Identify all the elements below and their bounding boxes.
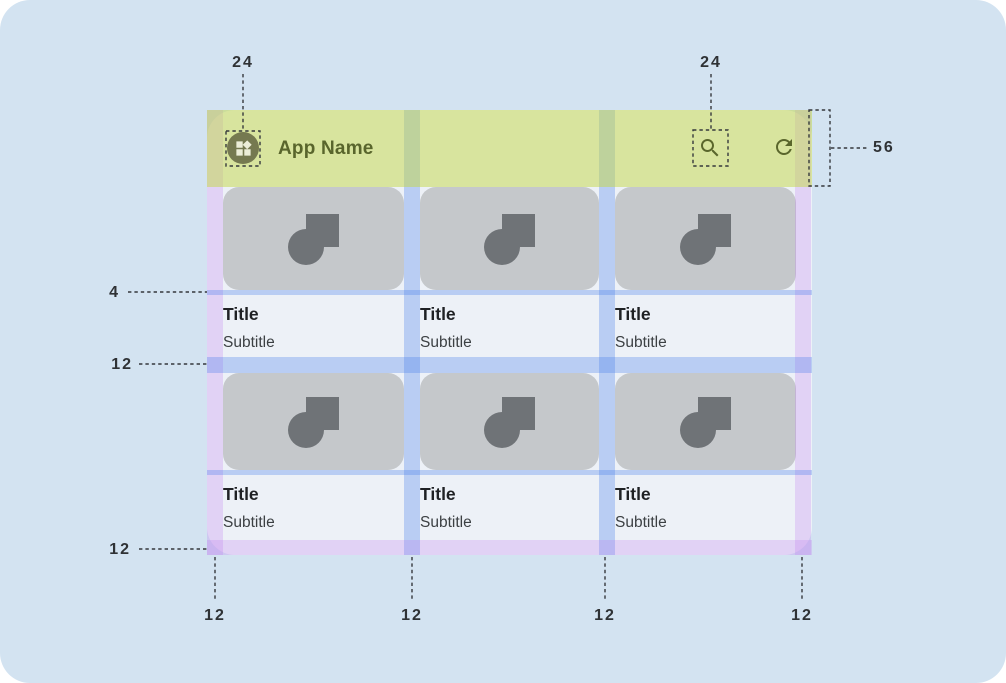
card-image-placeholder (420, 373, 599, 470)
label-gutter-1: 12 (401, 607, 423, 624)
image-placeholder-icon (483, 213, 535, 265)
card-image-placeholder (223, 187, 404, 290)
label-gutter-2: 12 (594, 607, 616, 624)
card-title: Title (420, 304, 456, 324)
label-left-margin: 12 (204, 607, 226, 624)
card-title: Title (223, 484, 259, 504)
top-app-bar: App Name (207, 110, 812, 187)
app-logo-button[interactable] (227, 132, 259, 164)
card-image-placeholder (615, 373, 796, 470)
card-image-placeholder (615, 187, 796, 290)
card-title: Title (615, 484, 651, 504)
card-title: Title (420, 484, 456, 504)
card-subtitle: Subtitle (420, 514, 472, 531)
search-icon[interactable] (698, 136, 722, 160)
image-placeholder-icon (287, 213, 339, 265)
card-subtitle: Subtitle (420, 334, 472, 351)
image-placeholder-icon (679, 213, 731, 265)
card-subtitle: Subtitle (615, 514, 667, 531)
image-placeholder-icon (287, 396, 339, 448)
card-image-placeholder (420, 187, 599, 290)
card-image-placeholder (223, 373, 404, 470)
card-subtitle: Subtitle (223, 334, 275, 351)
label-appbar-height: 56 (873, 139, 895, 156)
widgets-icon (235, 139, 252, 156)
label-appbar-icon-size: 24 (232, 54, 254, 71)
label-action-icon-size: 24 (700, 54, 722, 71)
app-title: App Name (278, 137, 374, 159)
card-title: Title (223, 304, 259, 324)
card-subtitle: Subtitle (615, 334, 667, 351)
image-placeholder-icon (679, 396, 731, 448)
label-image-text-gap: 4 (109, 284, 120, 301)
image-placeholder-icon (483, 396, 535, 448)
label-right-margin: 12 (791, 607, 813, 624)
refresh-icon[interactable] (772, 135, 796, 159)
label-bottom-margin: 12 (109, 541, 131, 558)
card-subtitle: Subtitle (223, 514, 275, 531)
label-row-spacing: 12 (111, 356, 133, 373)
card-title: Title (615, 304, 651, 324)
